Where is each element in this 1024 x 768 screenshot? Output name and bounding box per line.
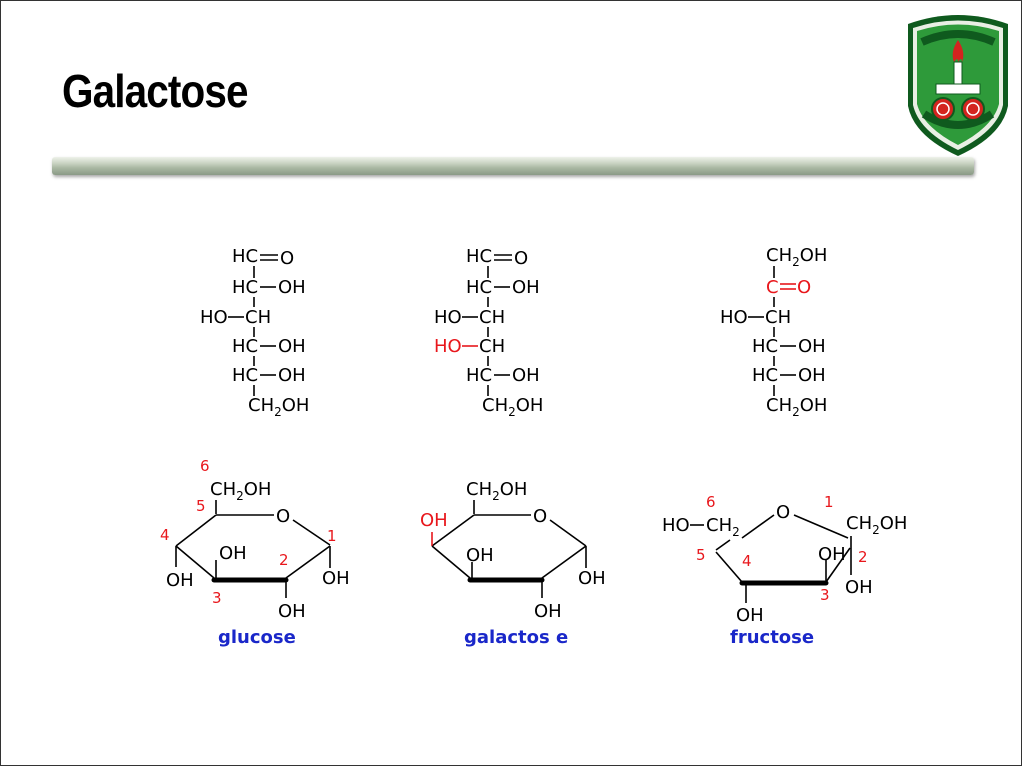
fischer-atom: OH [278, 336, 306, 357]
fischer-galactose: HC O HC OH HO CH HO CH HC OH CH2OH [434, 246, 543, 419]
fischer-atom: OH [278, 277, 306, 298]
fischer-atom: CH2OH [766, 245, 827, 269]
fischer-atom: HC [752, 336, 778, 357]
hydroxyl: OH [219, 543, 247, 564]
fischer-atom: O [514, 248, 528, 269]
logo-arc-top [920, 30, 996, 46]
carbon-number: 1 [824, 493, 834, 511]
hydroxyl-highlight: OH [420, 510, 448, 531]
fischer-atom: OH [512, 277, 540, 298]
haworth-fructose: 6 HO CH2 O 1 CH2OH 5 4 OH 3 OH 2 OH fruc… [662, 493, 907, 648]
fischer-atom: OH [512, 365, 540, 386]
fischer-atom: OH [798, 365, 826, 386]
ring-bond-front [541, 545, 587, 579]
title-divider [52, 157, 974, 175]
slide-title: Galactose [62, 65, 248, 117]
fischer-fructose: CH2OH C O HO CH HC OH HC OH CH2OH [720, 245, 827, 419]
fischer-atom: HC [466, 365, 492, 386]
logo-torch-flame [952, 40, 964, 62]
fischer-atom: HC [466, 246, 492, 267]
fischer-atom-highlight: C [766, 277, 779, 298]
hydroxyl: OH [278, 601, 306, 622]
fischer-atom: CH2OH [482, 395, 543, 419]
fischer-atom: CH [245, 307, 271, 328]
fischer-atom: HC [232, 246, 258, 267]
ring-oxygen: O [776, 502, 790, 523]
fischer-atom: HC [232, 277, 258, 298]
fischer-atom: HC [752, 365, 778, 386]
ring-atom: CH2OH [846, 513, 907, 537]
hydroxyl: OH [845, 577, 873, 598]
ring-oxygen: O [533, 506, 547, 527]
fischer-atom: HC [232, 365, 258, 386]
fischer-atom: CH2OH [766, 395, 827, 419]
carbon-number: 2 [279, 551, 289, 569]
fischer-atom: HC [466, 277, 492, 298]
ring-bond [741, 514, 775, 539]
fischer-glucose: HC O HC OH HO CH HC OH HC OH CH2OH [200, 246, 309, 419]
carbon-number: 3 [820, 586, 830, 604]
carbon-number: 6 [200, 457, 210, 475]
caption-galactose: galactos e [464, 627, 568, 648]
fischer-atom: HO [720, 307, 748, 328]
hydroxyl: OH [322, 568, 350, 589]
fischer-atom: HC [232, 336, 258, 357]
fischer-atom-highlight: HO [434, 336, 462, 357]
fischer-atom-highlight: O [797, 277, 811, 298]
ring-bond-front [431, 545, 471, 579]
haworth-glucose: 6 CH2OH 5 O 1 4 OH OH 3 2 OH OH glucose [160, 457, 350, 648]
ring-oxygen: O [276, 506, 290, 527]
ring-bond [292, 519, 331, 546]
fischer-atom: OH [798, 336, 826, 357]
carbon-number: 1 [327, 527, 337, 545]
fischer-atom: CH [479, 307, 505, 328]
carbon-number: 5 [696, 546, 706, 564]
fischer-atom: OH [278, 365, 306, 386]
hydroxyl: OH [166, 570, 194, 591]
ring-bond [549, 519, 587, 547]
university-logo [908, 15, 1008, 156]
logo-arc-bottom [921, 110, 995, 129]
ring-atom: CH2OH [210, 479, 271, 503]
bond [715, 539, 731, 551]
fischer-atom: CH [479, 336, 505, 357]
hydroxyl: OH [534, 601, 562, 622]
fischer-atom: O [280, 248, 294, 269]
caption-glucose: glucose [218, 627, 296, 648]
carbon-number: 4 [742, 552, 752, 570]
hydroxyl: OH [466, 545, 494, 566]
ring-atom: CH2OH [466, 479, 527, 503]
fischer-atom: HO [200, 307, 228, 328]
ring-bond-front [825, 547, 851, 583]
caption-fructose: fructose [730, 627, 814, 648]
hydroxyl: OH [818, 544, 846, 565]
carbon-number: 6 [706, 493, 716, 511]
ring-bond [793, 514, 849, 539]
ring-bond-front [175, 545, 215, 579]
logo-seal-left [931, 97, 955, 121]
ring-bond [175, 514, 217, 547]
haworth-galactose: CH2OH O OH OH OH OH galactos e [420, 479, 606, 648]
ring-atom: HO [662, 515, 690, 536]
carbon-number: 5 [196, 497, 206, 515]
fischer-atom: CH2OH [248, 395, 309, 419]
fischer-atom: HO [434, 307, 462, 328]
logo-book [935, 83, 981, 95]
hydroxyl: OH [736, 605, 764, 626]
fischer-atom: CH [765, 307, 791, 328]
hydroxyl: OH [578, 568, 606, 589]
carbon-number: 2 [858, 548, 868, 566]
carbon-number: 4 [160, 526, 170, 544]
ring-bond [431, 514, 475, 547]
ring-bond-front [715, 551, 743, 583]
ring-atom: CH2 [706, 515, 740, 539]
ring-bond-front [285, 545, 331, 579]
carbon-number: 3 [212, 589, 222, 607]
logo-seal-right [961, 97, 985, 121]
